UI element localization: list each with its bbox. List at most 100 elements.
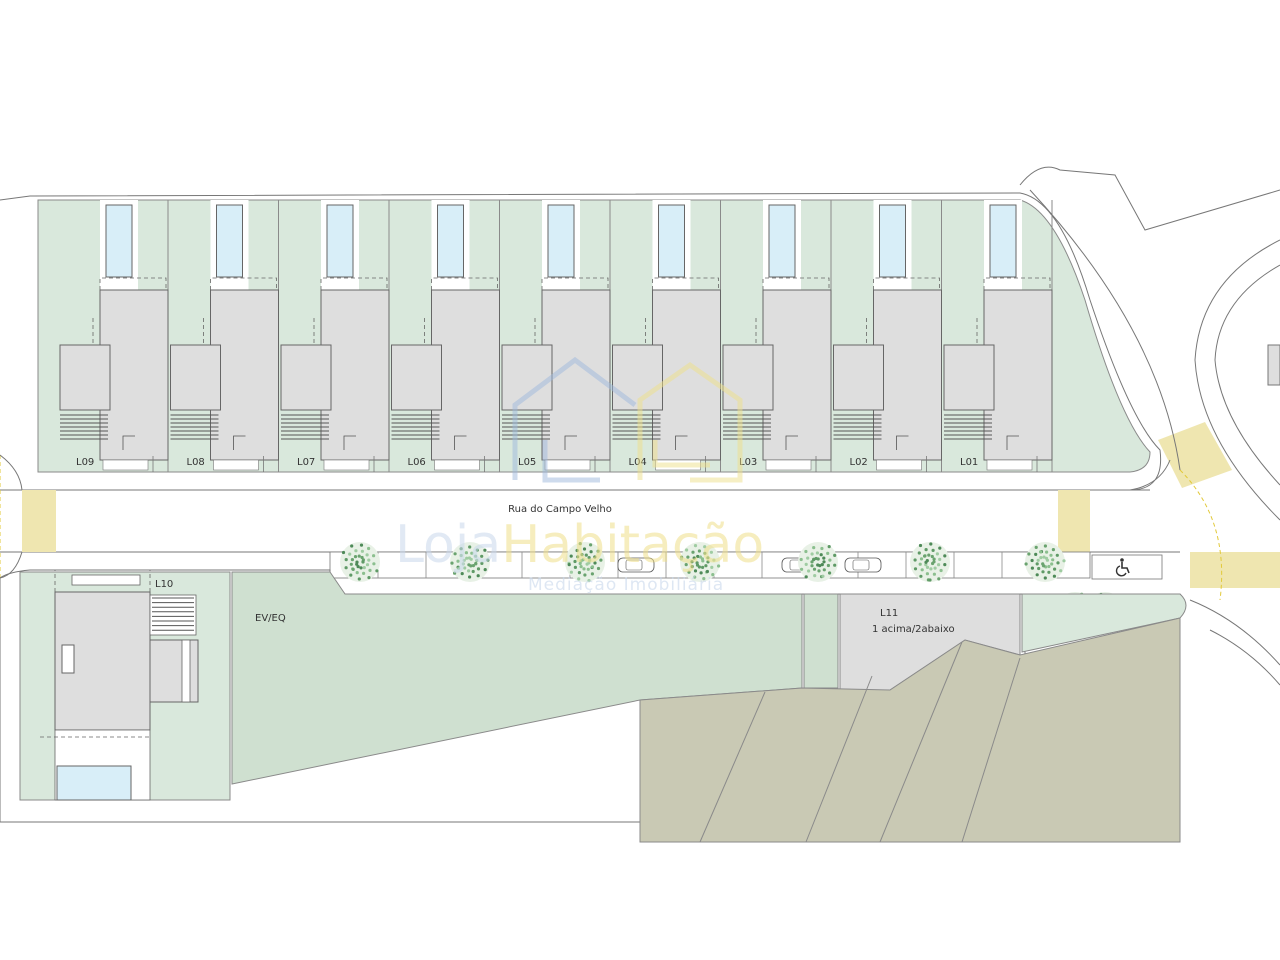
lot-house xyxy=(652,289,721,461)
lot-projection xyxy=(983,277,1051,290)
lot-label: L08 xyxy=(187,457,205,468)
lot-l05: L05 xyxy=(501,200,611,472)
lot-l02: L02 xyxy=(833,200,942,472)
green-strip-east xyxy=(803,593,839,689)
lot-front-strip xyxy=(323,459,370,471)
lot-pool xyxy=(989,204,1017,278)
lot-l10-label: L10 xyxy=(155,579,173,590)
lot-pool xyxy=(216,204,243,278)
lot-projection xyxy=(541,277,609,290)
lot-front-strip xyxy=(434,459,480,471)
road-southeast-2 xyxy=(1209,629,1280,686)
lot-l06: L06 xyxy=(391,200,500,472)
watermark-brand: LojaHabitação xyxy=(395,515,764,575)
tree-icon xyxy=(798,542,838,582)
crossing-southeast xyxy=(1190,552,1280,588)
lot-front-volume xyxy=(501,344,553,411)
lot-l03: L03 xyxy=(722,200,832,472)
lot-pool xyxy=(658,204,685,278)
lot-label: L06 xyxy=(408,457,426,468)
green-area-label: EV/EQ xyxy=(255,613,286,624)
lot-pool xyxy=(768,204,796,278)
lot-projection xyxy=(873,277,940,290)
lot-pool xyxy=(437,204,464,278)
lot-label: L09 xyxy=(76,457,94,468)
tree-icon xyxy=(340,542,380,582)
road-west-edge-2 xyxy=(0,551,23,579)
lot-pool xyxy=(105,204,133,278)
lot-l10-stairs xyxy=(149,594,197,636)
lot-door-mark xyxy=(564,435,577,450)
watermark-house-icon xyxy=(512,356,743,483)
lot-pool xyxy=(547,204,575,278)
lot-l07: L07 xyxy=(280,200,390,472)
field-parcels xyxy=(639,617,1181,843)
roundabout-outer xyxy=(1194,239,1280,521)
street-name: Rua do Campo Velho xyxy=(508,504,612,515)
lot-projection xyxy=(652,277,719,290)
road-west-edge xyxy=(0,454,23,491)
lot-label: L05 xyxy=(518,457,536,468)
tree-icon xyxy=(910,542,950,582)
crossing-west xyxy=(22,490,56,552)
lot-pool xyxy=(879,204,906,278)
car-icon xyxy=(844,557,882,573)
lot-front-volume xyxy=(943,344,995,411)
lot-l10-garage-box xyxy=(61,644,75,674)
lot-front-volume xyxy=(170,344,221,411)
lot-projection xyxy=(431,277,498,290)
east-roads xyxy=(0,166,1280,686)
green-area-ev-eq xyxy=(231,571,803,785)
lot-door-mark xyxy=(675,435,688,450)
south-block: L10 EV/EQ L11 1 acima/2abaixo xyxy=(0,569,1187,843)
lot-l10-entry-box xyxy=(71,574,141,586)
lot-door-mark xyxy=(343,435,356,450)
crossing-east-edge xyxy=(1179,469,1223,601)
lot-front-strip xyxy=(876,459,922,471)
lot-l08: L08 xyxy=(170,200,279,472)
lot-l09: L09 xyxy=(59,200,169,472)
lot-front-strip xyxy=(765,459,812,471)
tree-icon xyxy=(450,542,490,582)
lot-pool xyxy=(326,204,354,278)
lot-door-mark xyxy=(454,435,467,450)
lot-door-mark xyxy=(785,435,798,450)
building-far-east xyxy=(1267,344,1280,386)
lot-door-mark xyxy=(122,435,135,450)
lot-label: L01 xyxy=(960,457,978,468)
lot-l01: L01 xyxy=(943,200,1053,472)
lot-front-volume xyxy=(391,344,442,411)
lot-front-strip xyxy=(986,459,1033,471)
lot-projection xyxy=(99,277,167,290)
field-dividers xyxy=(699,641,1021,843)
roundabout-inner xyxy=(1214,264,1280,486)
lot-label: L02 xyxy=(850,457,868,468)
north-block-outline xyxy=(0,192,1162,491)
lot-l11-note: 1 acima/2abaixo xyxy=(872,624,955,635)
wheelchair-icon xyxy=(1115,558,1130,577)
lot-projection xyxy=(210,277,277,290)
lot-house xyxy=(320,289,390,461)
watermark: LojaHabitação Mediação Imobiliária xyxy=(395,356,764,595)
road-curve-north xyxy=(1019,166,1280,231)
lot-l10-pool xyxy=(56,765,132,801)
lot-l10-side-strip xyxy=(181,639,191,703)
lot-front-strip xyxy=(213,459,259,471)
lot-door-mark xyxy=(896,435,909,450)
tree-icon xyxy=(1024,542,1066,582)
accessible-parking-bay xyxy=(1091,554,1163,580)
lot-house xyxy=(762,289,832,461)
watermark-tagline: Mediação Imobiliária xyxy=(528,575,724,595)
lot-l10-annex xyxy=(149,639,199,703)
tree-icon xyxy=(679,542,721,582)
road-curve-north-inner xyxy=(1029,189,1181,471)
lot-projection xyxy=(762,277,830,290)
lot-door-mark xyxy=(233,435,246,450)
street: Rua do Campo Velho xyxy=(0,422,1280,632)
lot-l11-label: L11 xyxy=(880,608,898,619)
lot-front-strip xyxy=(102,459,149,471)
lot-house xyxy=(210,289,279,461)
lot-front-volume xyxy=(280,344,332,411)
